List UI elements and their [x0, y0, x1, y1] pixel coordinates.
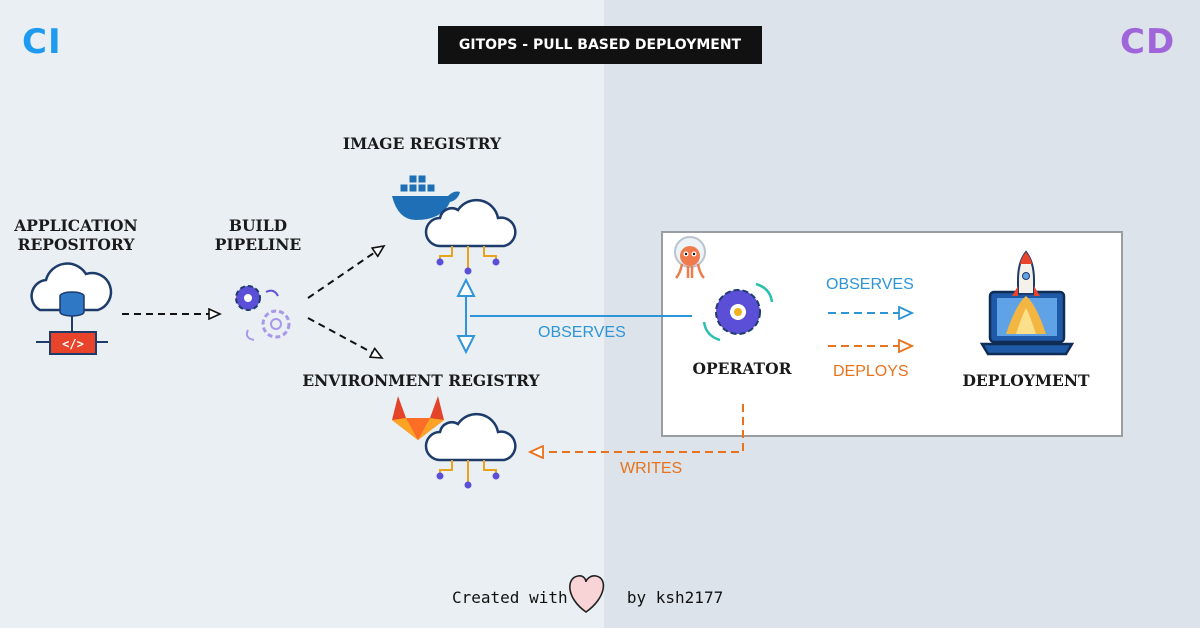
- deploys-legend-label: DEPLOYS: [833, 363, 909, 380]
- app-repo-label-line1: APPLICATION: [14, 216, 138, 235]
- gears-icon: [235, 285, 291, 341]
- observes-connector: [456, 277, 692, 355]
- cloud-network-icon: [424, 198, 517, 275]
- rocket-laptop-icon: [979, 250, 1075, 356]
- build-pipeline-label: BUILD PIPELINE: [206, 216, 310, 254]
- footer-credit: Created with by ksh2177: [452, 588, 723, 607]
- heart-icon: [569, 575, 605, 613]
- footer-created-with: Created with: [452, 588, 568, 607]
- pipeline-to-env-registry-arrow: [307, 317, 382, 358]
- observes-edge-label: OBSERVES: [538, 324, 626, 341]
- gitlab-fox-icon: [392, 396, 444, 440]
- environment-registry-label: ENVIRONMENT REGISTRY: [302, 371, 540, 390]
- observes-legend-label: OBSERVES: [826, 276, 914, 293]
- footer-author: by ksh2177: [626, 588, 724, 607]
- docker-whale-icon: [392, 174, 460, 220]
- diagram-title: GITOPS - PULL BASED DEPLOYMENT: [438, 26, 762, 64]
- writes-edge-label: WRITES: [620, 460, 683, 477]
- ci-label: CI: [22, 22, 62, 62]
- cd-label: CD: [1120, 22, 1176, 62]
- argo-octopus-icon: [674, 236, 706, 279]
- app-repo-label-line2: REPOSITORY: [17, 235, 135, 254]
- operator-label: OPERATOR: [692, 359, 792, 378]
- ci-panel: [0, 0, 604, 628]
- deployment-label: DEPLOYMENT: [962, 371, 1090, 390]
- image-registry-label: IMAGE REGISTRY: [342, 134, 502, 153]
- svg-text:</>: </>: [62, 337, 84, 351]
- pipeline-to-image-registry-arrow: [307, 246, 384, 299]
- build-pipeline-label-line1: BUILD: [228, 216, 288, 235]
- diagram-title-text: GITOPS - PULL BASED DEPLOYMENT: [458, 37, 742, 53]
- cloud-network-icon: [424, 412, 517, 489]
- writes-arrow: [530, 404, 744, 452]
- cloud-database-icon: [30, 262, 113, 343]
- code-tag-icon: </>: [49, 331, 97, 355]
- operator-gear-icon: [702, 282, 774, 342]
- app-repo-label: APPLICATION REPOSITORY: [10, 216, 142, 254]
- build-pipeline-label-line2: PIPELINE: [214, 235, 302, 254]
